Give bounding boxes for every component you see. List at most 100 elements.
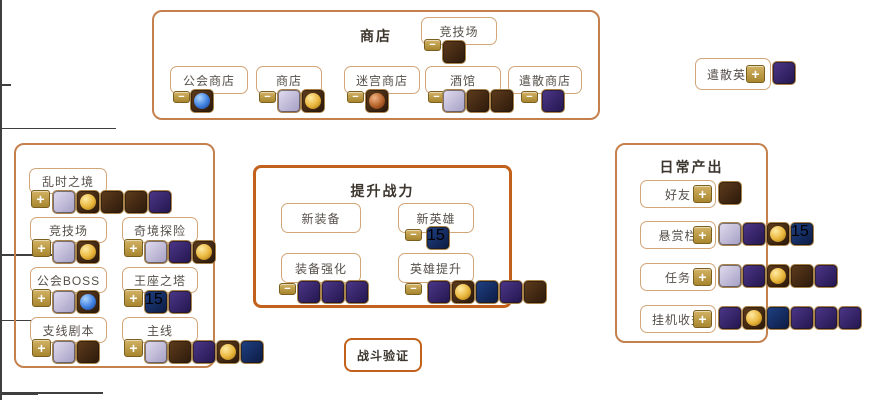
minus-button-shop[interactable] <box>259 91 276 103</box>
orb-orange-icon[interactable] <box>499 280 523 304</box>
node-friends[interactable]: 好友 <box>640 180 716 208</box>
coin-orange-icon[interactable] <box>442 40 466 64</box>
plus-button-dismiss-hero[interactable] <box>746 65 765 83</box>
gem-diamond-icon[interactable] <box>718 222 742 246</box>
plus-button-throne-tower[interactable] <box>124 289 143 307</box>
left-to-shop-segment <box>0 84 11 86</box>
node-label-equip-enhance: 装备强化 <box>294 261 347 276</box>
gem-diamond-icon[interactable] <box>52 340 76 364</box>
swirl-blue-icon[interactable] <box>475 280 499 304</box>
node-hero-upgrade[interactable]: 英雄提升 <box>398 253 474 283</box>
coin-copper-icon[interactable] <box>365 89 389 113</box>
minus-button-new-hero[interactable] <box>405 229 422 241</box>
coin-gold-icon[interactable] <box>192 240 216 264</box>
plus-button-bounty-board[interactable] <box>693 226 712 244</box>
crystal-purple-icon[interactable] <box>742 264 766 288</box>
pouch-gold-icon[interactable] <box>124 190 148 214</box>
crystal-purple-icon[interactable] <box>168 290 192 314</box>
coin-gold-icon[interactable] <box>766 222 790 246</box>
coin-blue-icon[interactable] <box>76 290 100 314</box>
gem-diamond-icon[interactable] <box>144 340 168 364</box>
plus-button-idle-income[interactable] <box>693 310 712 328</box>
heart-icon[interactable] <box>466 89 490 113</box>
gem-diamond-icon[interactable] <box>52 240 76 264</box>
coin-gold-glyph <box>80 194 96 210</box>
scroll-blue-icon[interactable]: 15 <box>144 290 168 314</box>
node-label-maze-shop: 迷宫商店 <box>355 73 408 88</box>
plus-button-friends[interactable] <box>693 185 712 203</box>
gem-silver-icon[interactable] <box>148 190 172 214</box>
minus-button-dismiss-shop[interactable] <box>521 91 538 103</box>
minus-button-arena-shop[interactable] <box>424 39 441 51</box>
plus-button-wonder-adventure[interactable] <box>124 239 143 257</box>
tavern-merge-to-new-hero-segment <box>0 254 61 256</box>
node-label-new-hero: 新英雄 <box>416 211 456 226</box>
coin-gold-icon[interactable] <box>76 240 100 264</box>
scroll-blue-icon[interactable]: 15 <box>426 226 450 250</box>
node-wonder-adventure[interactable]: 奇境探险 <box>122 217 198 243</box>
minus-button-guild-shop[interactable] <box>173 91 190 103</box>
pouch-gold-icon[interactable] <box>76 340 100 364</box>
crystal-purple-icon[interactable] <box>742 222 766 246</box>
coin-purple-icon[interactable] <box>772 61 796 85</box>
coin-gold-glyph <box>305 93 321 109</box>
coin-gold-glyph <box>196 244 212 260</box>
gem-diamond-icon[interactable] <box>52 190 76 214</box>
swirl-blue-icon[interactable] <box>240 340 264 364</box>
group-title-shop-group: 商店 <box>360 28 392 44</box>
icon-badge: 15 <box>427 227 445 244</box>
minus-button-maze-shop[interactable] <box>347 91 364 103</box>
group-title-daily-group: 日常产出 <box>659 159 724 175</box>
coin-gold-icon[interactable] <box>766 264 790 288</box>
coin-blue-icon[interactable] <box>190 89 214 113</box>
plus-button-arena[interactable] <box>32 239 51 257</box>
node-chaos-realm[interactable]: 乱时之境 <box>29 168 107 194</box>
crystal-purple-icon[interactable] <box>427 280 451 304</box>
minus-button-hero-upgrade[interactable] <box>405 283 422 295</box>
swirl-blue-icon[interactable] <box>766 306 790 330</box>
coin-gold-icon[interactable] <box>76 190 100 214</box>
plus-button-side-story[interactable] <box>32 339 51 357</box>
pouch-gold-icon[interactable] <box>168 340 192 364</box>
node-battle-verify[interactable]: 战斗验证 <box>344 338 422 372</box>
crystal-purple-icon[interactable] <box>718 306 742 330</box>
gem-diamond-icon[interactable] <box>442 89 466 113</box>
coin-purple-icon[interactable] <box>541 89 565 113</box>
crystal-purple-icon[interactable] <box>168 240 192 264</box>
pouch-gold-icon[interactable] <box>490 89 514 113</box>
coin-gold-icon[interactable] <box>301 89 325 113</box>
coin-gold-icon[interactable] <box>451 280 475 304</box>
gem-silver-icon[interactable] <box>297 280 321 304</box>
scroll-blue-icon[interactable]: 15 <box>790 222 814 246</box>
plus-button-chaos-realm[interactable] <box>31 190 50 208</box>
heart-icon[interactable] <box>718 181 742 205</box>
coin-gray-icon[interactable] <box>100 190 124 214</box>
tavern-drop-segment <box>0 229 2 254</box>
gem-diamond-icon[interactable] <box>144 240 168 264</box>
plus-button-main-story[interactable] <box>124 339 143 357</box>
coin-gold-icon[interactable] <box>742 306 766 330</box>
gem-diamond-icon[interactable] <box>718 264 742 288</box>
gem-silver-icon[interactable] <box>838 306 862 330</box>
crystal-purple-icon[interactable] <box>192 340 216 364</box>
node-label-tavern: 酒馆 <box>449 73 476 88</box>
node-label-guild-boss: 公会BOSS <box>36 273 101 288</box>
orb-orange-icon[interactable] <box>814 306 838 330</box>
daily-to-power-segment <box>0 392 103 394</box>
coin-gray-icon[interactable] <box>523 280 547 304</box>
coin-gold-glyph <box>746 310 762 326</box>
disc-silver-icon[interactable] <box>345 280 369 304</box>
plus-button-guild-boss[interactable] <box>32 289 51 307</box>
gem-diamond-icon[interactable] <box>277 89 301 113</box>
gem-diamond-icon[interactable] <box>52 290 76 314</box>
node-equip-enhance[interactable]: 装备强化 <box>281 253 361 283</box>
node-new-equipment[interactable]: 新装备 <box>281 203 361 233</box>
coin-gold-icon[interactable] <box>216 340 240 364</box>
pouch-gold-icon[interactable] <box>790 264 814 288</box>
minus-button-equip-enhance[interactable] <box>279 283 296 295</box>
node-label-arena-shop: 竞技场 <box>439 24 479 39</box>
nugget-gold-icon[interactable] <box>790 306 814 330</box>
nugget-gold-icon[interactable] <box>321 280 345 304</box>
coin-purple-icon[interactable] <box>814 264 838 288</box>
plus-button-tasks[interactable] <box>693 268 712 286</box>
